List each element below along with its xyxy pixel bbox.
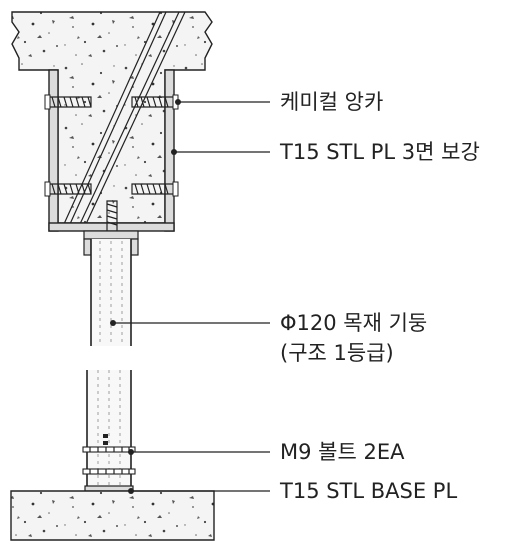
base-plate <box>84 485 134 492</box>
chemical-anchor-lower <box>44 181 179 197</box>
callout-m9-bolt: M9 볼트 2EA <box>280 440 405 464</box>
ground-concrete <box>10 490 215 541</box>
callout-chemical-anchor: 케미컬 앙카 <box>280 90 383 114</box>
wood-column-upper <box>90 239 132 346</box>
callout-base-plate: T15 STL BASE PL <box>279 479 457 503</box>
diagonal-break-lines <box>63 11 186 225</box>
callout-wood-column-line1: Φ120 목재 기둥 <box>280 311 427 335</box>
callout-wood-column-line2: (구조 1등급) <box>280 341 394 365</box>
callout-steel-plate: T15 STL PL 3면 보강 <box>279 140 480 164</box>
leader-lines <box>110 99 270 494</box>
